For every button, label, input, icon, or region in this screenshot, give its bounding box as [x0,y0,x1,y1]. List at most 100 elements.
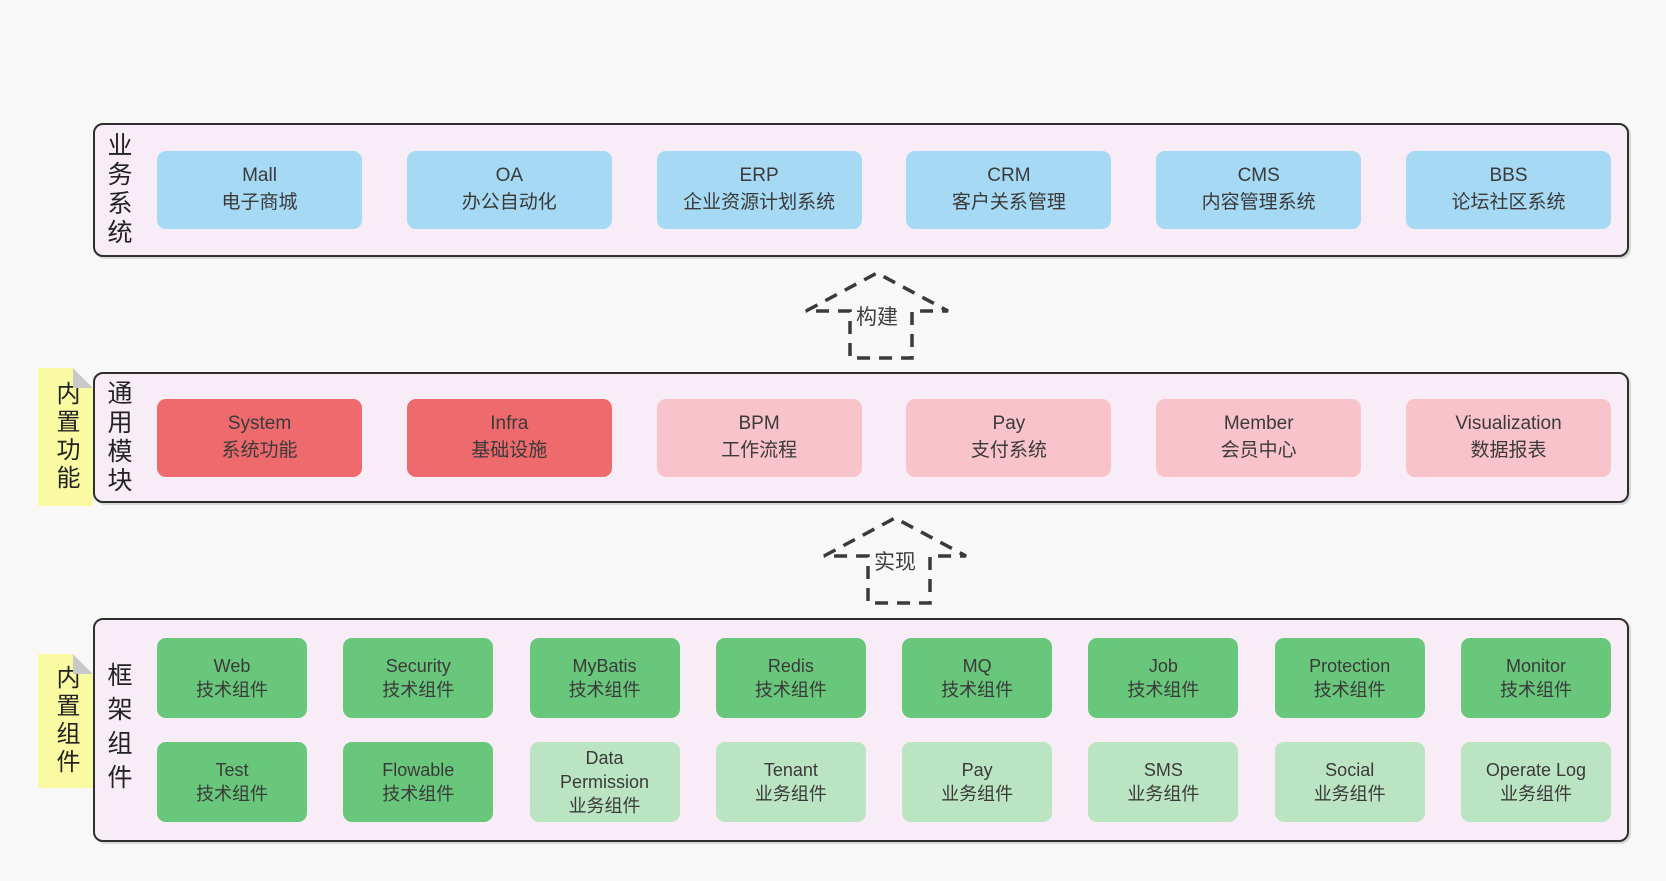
node-mall: Mall 电子商城 [157,151,362,229]
node-subtitle: 企业资源计划系统 [683,192,836,213]
band-common-modules: 通用模块 System 系统功能 Infra 基础设施 BPM 工作流程 Pay… [93,372,1629,503]
node-title: Security [385,655,451,676]
band-business-content: Mall 电子商城 OA 办公自动化 ERP 企业资源计划系统 CRM 客户关系… [141,125,1627,255]
node-title: Infra [490,412,529,434]
node-title: CRM [987,165,1031,187]
node-bpm: BPM 工作流程 [656,398,862,477]
node-security: Security 技术组件 [343,638,494,718]
node-title: Redis [767,655,814,676]
node-protection: Protection 技术组件 [1274,638,1425,718]
sticky-note-built-in-components: 内置组件 [38,654,93,788]
node-job: Job 技术组件 [1088,638,1239,718]
node-title: Member [1223,412,1294,434]
node-crm: CRM 客户关系管理 [906,151,1112,229]
node-subtitle: 业务组件 [1127,784,1200,804]
node-subtitle: 技术组件 [568,680,641,700]
node-subtitle: 业务组件 [568,796,641,817]
node-subtitle: 技术组件 [1313,680,1386,700]
node-web: Web 技术组件 [157,638,307,718]
node-data-permission: Data Permission 业务组件 [529,742,680,822]
node-subtitle: 论坛社区系统 [1451,192,1566,213]
node-subtitle: 会员中心 [1220,439,1297,461]
node-subtitle: 内容管理系统 [1201,192,1316,213]
sticky-fold-cut-icon [73,654,93,674]
node-subtitle: 支付系统 [970,439,1047,461]
node-pay-biz: Pay 业务组件 [902,742,1053,822]
node-subtitle: 业务组件 [754,784,827,804]
node-title: MQ [962,655,992,676]
band-business-systems: 业务系统 Mall 电子商城 OA 办公自动化 ERP 企业资源计划系统 CRM… [93,123,1629,257]
node-member: Member 会员中心 [1156,398,1362,477]
node-title: BPM [738,412,780,434]
node-title: SMS [1143,759,1183,780]
node-system: System 系统功能 [157,398,362,477]
node-subtitle: 基础设施 [471,439,548,461]
node-subtitle: 业务组件 [1499,784,1572,804]
node-subtitle: 技术组件 [941,680,1014,700]
node-subtitle: 业务组件 [1313,784,1386,804]
node-subtitle: 系统功能 [221,439,298,461]
node-subtitle: 业务组件 [941,784,1014,804]
node-title: Pay [961,759,993,780]
node-title: Web [213,655,251,676]
node-title: Job [1148,655,1178,676]
band-framework-components: 框架组件 Web 技术组件 Security 技术组件 MyBatis 技术组件… [93,618,1629,842]
node-tenant: Tenant 业务组件 [715,742,866,822]
node-title: Mall [242,165,277,187]
sticky-label: 内置功能 [52,381,79,493]
node-title: Data Permission [560,747,650,792]
node-flowable: Flowable 技术组件 [343,742,494,822]
node-operate-log: Operate Log 业务组件 [1460,742,1611,822]
node-subtitle: 技术组件 [382,680,455,700]
node-title: Operate Log [1485,759,1586,780]
node-title: Test [215,759,249,780]
node-title: ERP [739,165,779,187]
node-subtitle: 办公自动化 [461,192,557,213]
node-cms: CMS 内容管理系统 [1156,151,1362,229]
node-title: OA [495,165,524,187]
node-title: Flowable [382,759,455,780]
node-subtitle: 客户关系管理 [951,192,1066,213]
arrow-label-implement: 实现 [870,545,920,577]
band-label-business-systems: 业务系统 [104,132,132,248]
node-test: Test 技术组件 [157,742,307,822]
node-oa: OA 办公自动化 [406,151,612,229]
node-title: Monitor [1505,655,1566,676]
node-mybatis: MyBatis 技术组件 [529,638,680,718]
node-title: Visualization [1455,412,1562,434]
band-common-content: System 系统功能 Infra 基础设施 BPM 工作流程 Pay 支付系统… [141,374,1627,501]
framework-row-1: Web 技术组件 Security 技术组件 MyBatis 技术组件 Redi… [157,638,1611,718]
node-subtitle: 工作流程 [721,439,798,461]
up-arrow-build: 构建 [802,269,952,364]
node-subtitle: 技术组件 [196,784,268,804]
sticky-note-built-in-features: 内置功能 [38,368,93,506]
node-subtitle: 电子商城 [221,192,298,213]
node-redis: Redis 技术组件 [715,638,866,718]
node-social: Social 业务组件 [1274,742,1425,822]
band-label-framework-components: 框架组件 [104,662,132,798]
node-title: CMS [1237,165,1280,187]
up-arrow-icon [823,516,967,605]
node-title: MyBatis [572,655,637,676]
arrow-label-build: 构建 [852,300,902,332]
node-title: Tenant [763,759,818,780]
node-mq: MQ 技术组件 [902,638,1053,718]
node-bbs: BBS 论坛社区系统 [1405,151,1611,229]
node-title: Social [1325,759,1375,780]
node-subtitle: 技术组件 [1499,680,1572,700]
node-pay: Pay 支付系统 [906,398,1112,477]
node-monitor: Monitor 技术组件 [1460,638,1611,718]
node-erp: ERP 企业资源计划系统 [656,151,862,229]
node-title: Pay [992,412,1026,434]
up-arrow-icon [805,271,949,360]
node-sms: SMS 业务组件 [1088,742,1239,822]
node-title: System [227,412,292,434]
up-arrow-implement: 实现 [820,514,970,609]
node-infra: Infra 基础设施 [406,398,612,477]
framework-row-2: Test 技术组件 Flowable 技术组件 Data Permission … [157,742,1611,822]
band-label-common-modules: 通用模块 [104,379,132,496]
sticky-label: 内置组件 [52,665,79,777]
node-subtitle: 技术组件 [754,680,827,700]
node-title: BBS [1489,165,1528,187]
